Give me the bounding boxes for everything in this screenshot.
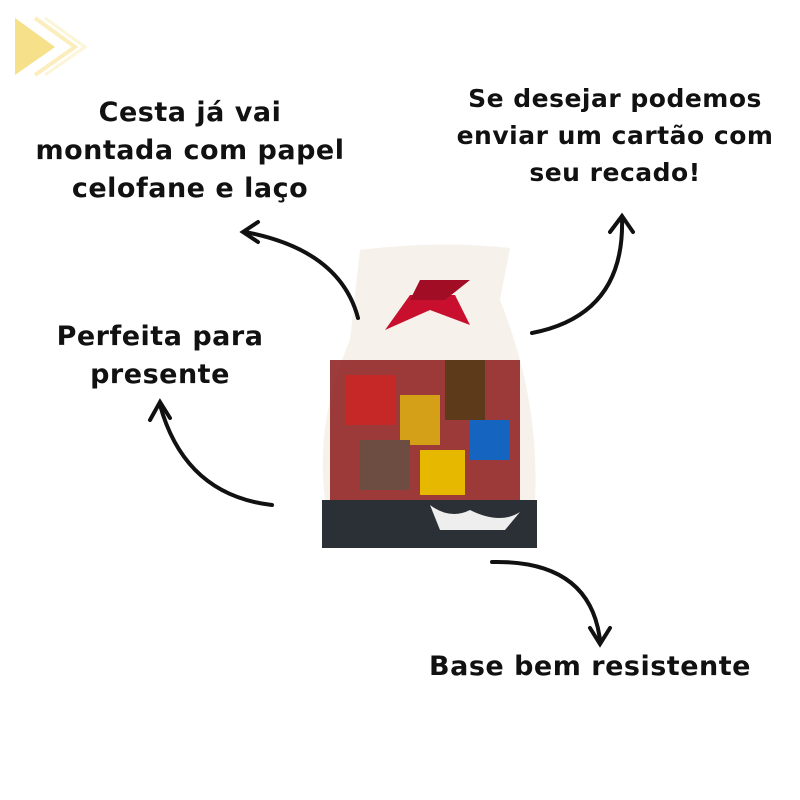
bow-icon [385, 295, 470, 330]
caption-top-left: Cesta já vai montada com papel celofane … [35, 97, 345, 204]
caption-middle-left: Perfeita para presente [56, 321, 264, 390]
arrow-top-left-icon [243, 230, 360, 320]
arrows [148, 212, 635, 648]
arrow-middle-left-icon [158, 403, 274, 507]
play-logo-icon [15, 16, 88, 77]
arrow-top-right-icon [530, 216, 625, 335]
caption-bottom-right: Base bem resistente [429, 651, 751, 682]
gift-basket [322, 244, 537, 548]
caption-top-right: Se desejar podemos enviar um cartão com … [456, 84, 774, 187]
arrow-bottom-right-icon [490, 559, 602, 642]
